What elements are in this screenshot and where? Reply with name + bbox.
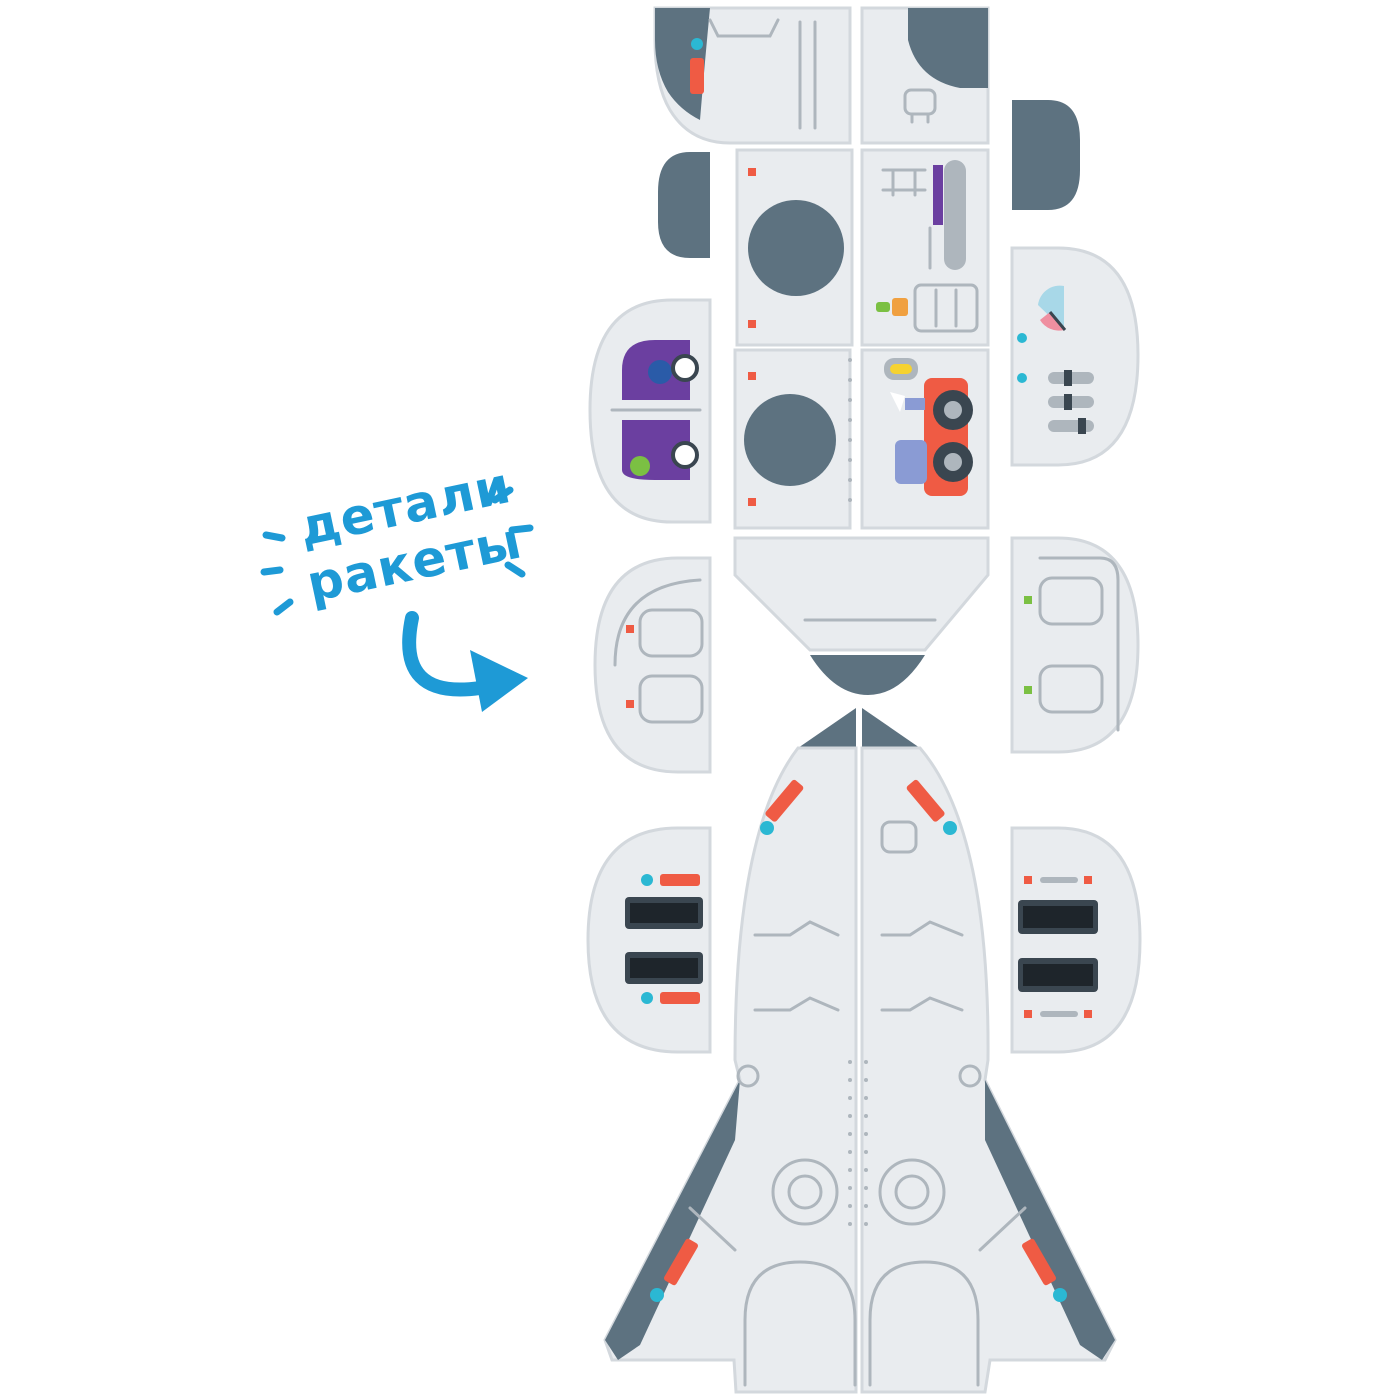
upper-cone-panel xyxy=(733,536,990,695)
left-vent-module xyxy=(586,826,712,1054)
sparkle-dash-icon xyxy=(260,486,534,616)
body-rover-panel xyxy=(860,348,990,530)
nose-right-panel xyxy=(860,6,990,145)
right-instrument-module xyxy=(1010,246,1140,467)
right-vent-module xyxy=(1010,826,1142,1054)
body-porthole-panel xyxy=(733,348,867,530)
curved-arrow-icon xyxy=(402,611,528,712)
upper-right-fin xyxy=(1012,100,1080,210)
upper-left-fin xyxy=(658,152,710,258)
body-ladder-panel xyxy=(860,148,990,347)
right-hatch-module xyxy=(1010,536,1140,754)
left-hatch-module xyxy=(593,556,712,774)
nose-left-panel xyxy=(653,6,852,145)
left-cockpit-module xyxy=(588,298,712,524)
body-window-panel xyxy=(735,148,854,347)
shuttle-body xyxy=(603,708,1117,1394)
